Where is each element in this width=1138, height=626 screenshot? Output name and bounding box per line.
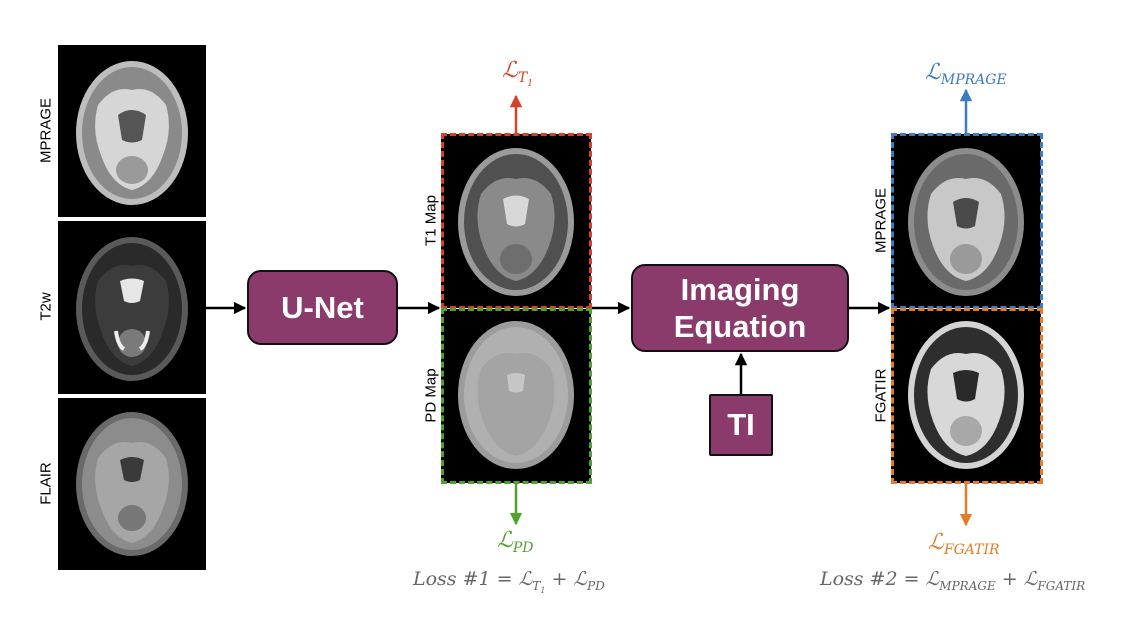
- output-fgatir-image: [891, 309, 1041, 483]
- unet-label: U-Net: [281, 289, 364, 325]
- ti-label: TI: [727, 407, 755, 443]
- unet-box: U-Net: [247, 270, 398, 345]
- imaging-equation-box: Imaging Equation: [631, 264, 849, 352]
- loss1-equation: Loss #1 = ℒT1 + ℒPD: [413, 568, 605, 595]
- imaging-equation-label: Imaging Equation: [673, 271, 807, 344]
- loss-fgatir-label: ℒFGATIR: [928, 530, 1000, 558]
- input-flair-image: [58, 398, 206, 570]
- output-mprage-image: [891, 134, 1041, 308]
- loss-mprage-label: ℒMPRAGE: [925, 60, 1007, 88]
- loss-t1-label: ℒT1: [502, 58, 533, 89]
- t1-map-image: [441, 134, 591, 308]
- input-t2w-image: [58, 221, 206, 394]
- loss-pd-label: ℒPD: [497, 528, 534, 556]
- pd-map-image: [441, 309, 591, 483]
- ti-box: TI: [709, 394, 773, 456]
- loss2-equation: Loss #2 = ℒMPRAGE + ℒFGATIR: [820, 568, 1086, 593]
- input-mprage-image: [58, 45, 206, 217]
- t1-map-dashed-frame: [441, 133, 592, 309]
- pd-map-dashed-frame: [441, 308, 592, 484]
- output-fgatir-dashed-frame: [891, 308, 1043, 484]
- output-mprage-dashed-frame: [891, 133, 1043, 309]
